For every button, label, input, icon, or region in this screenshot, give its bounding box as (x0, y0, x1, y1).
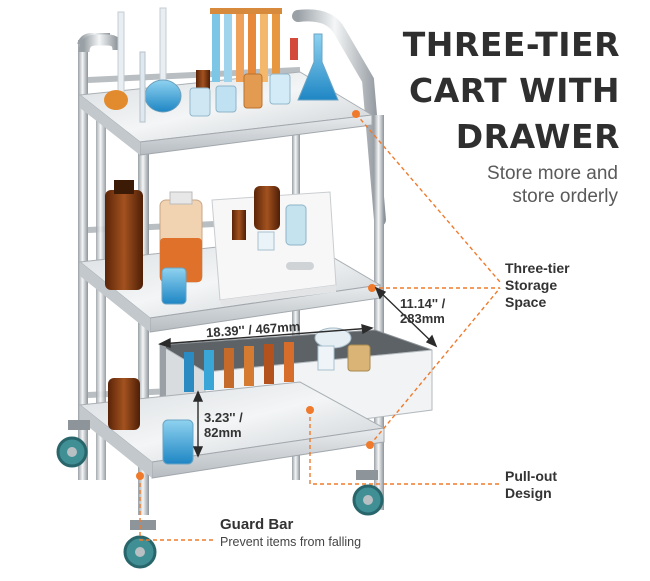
callout-storage-space: Three-tier Storage Space (505, 260, 570, 311)
bottom-shelf (78, 381, 386, 479)
headline-line-2: CART WITH (409, 71, 620, 110)
callout-guard-bar-subtitle: Prevent items from falling (220, 535, 362, 549)
callout-drawer-line-2: Design (505, 485, 552, 501)
headline: THREE-TIER CART WITH DRAWER (390, 22, 620, 160)
callout-dots (136, 110, 376, 480)
headline-line-1: THREE-TIER (402, 25, 620, 64)
top-shelf-glassware (104, 7, 339, 123)
dimension-height-label: 3.23'' / 82mm (204, 410, 243, 440)
callout-storage-line-2: Storage (505, 277, 558, 293)
dimension-lines (158, 286, 438, 458)
subheadline-line-1: Store more and (487, 163, 618, 184)
headline-line-3: DRAWER (455, 117, 620, 156)
subheadline-line-2: store orderly (512, 186, 618, 207)
callout-storage-line-1: Three-tier (505, 260, 570, 276)
subheadline: Store more and store orderly (418, 162, 618, 208)
drawer-test-tubes (184, 342, 294, 392)
middle-shelf-items (105, 180, 337, 306)
dimension-depth-line-2: 283mm (400, 311, 445, 326)
test-tube-rack (210, 8, 282, 82)
callout-drawer-line-1: Pull-out (505, 468, 558, 484)
bottom-shelf-items (108, 378, 194, 465)
dimension-height-line-1: 3.23'' / (204, 410, 243, 425)
callout-pull-out-design: Pull-out Design (505, 468, 557, 502)
casters (56, 420, 384, 569)
callout-lines (139, 113, 501, 541)
dimension-depth-line-1: 11.14'' / (400, 296, 446, 311)
callout-guard-bar-title: Guard Bar (220, 516, 294, 533)
callout-storage-line-3: Space (505, 294, 547, 310)
dimension-depth-label: 11.14'' / 283mm (400, 296, 445, 326)
dimension-height-line-2: 82mm (204, 425, 242, 440)
